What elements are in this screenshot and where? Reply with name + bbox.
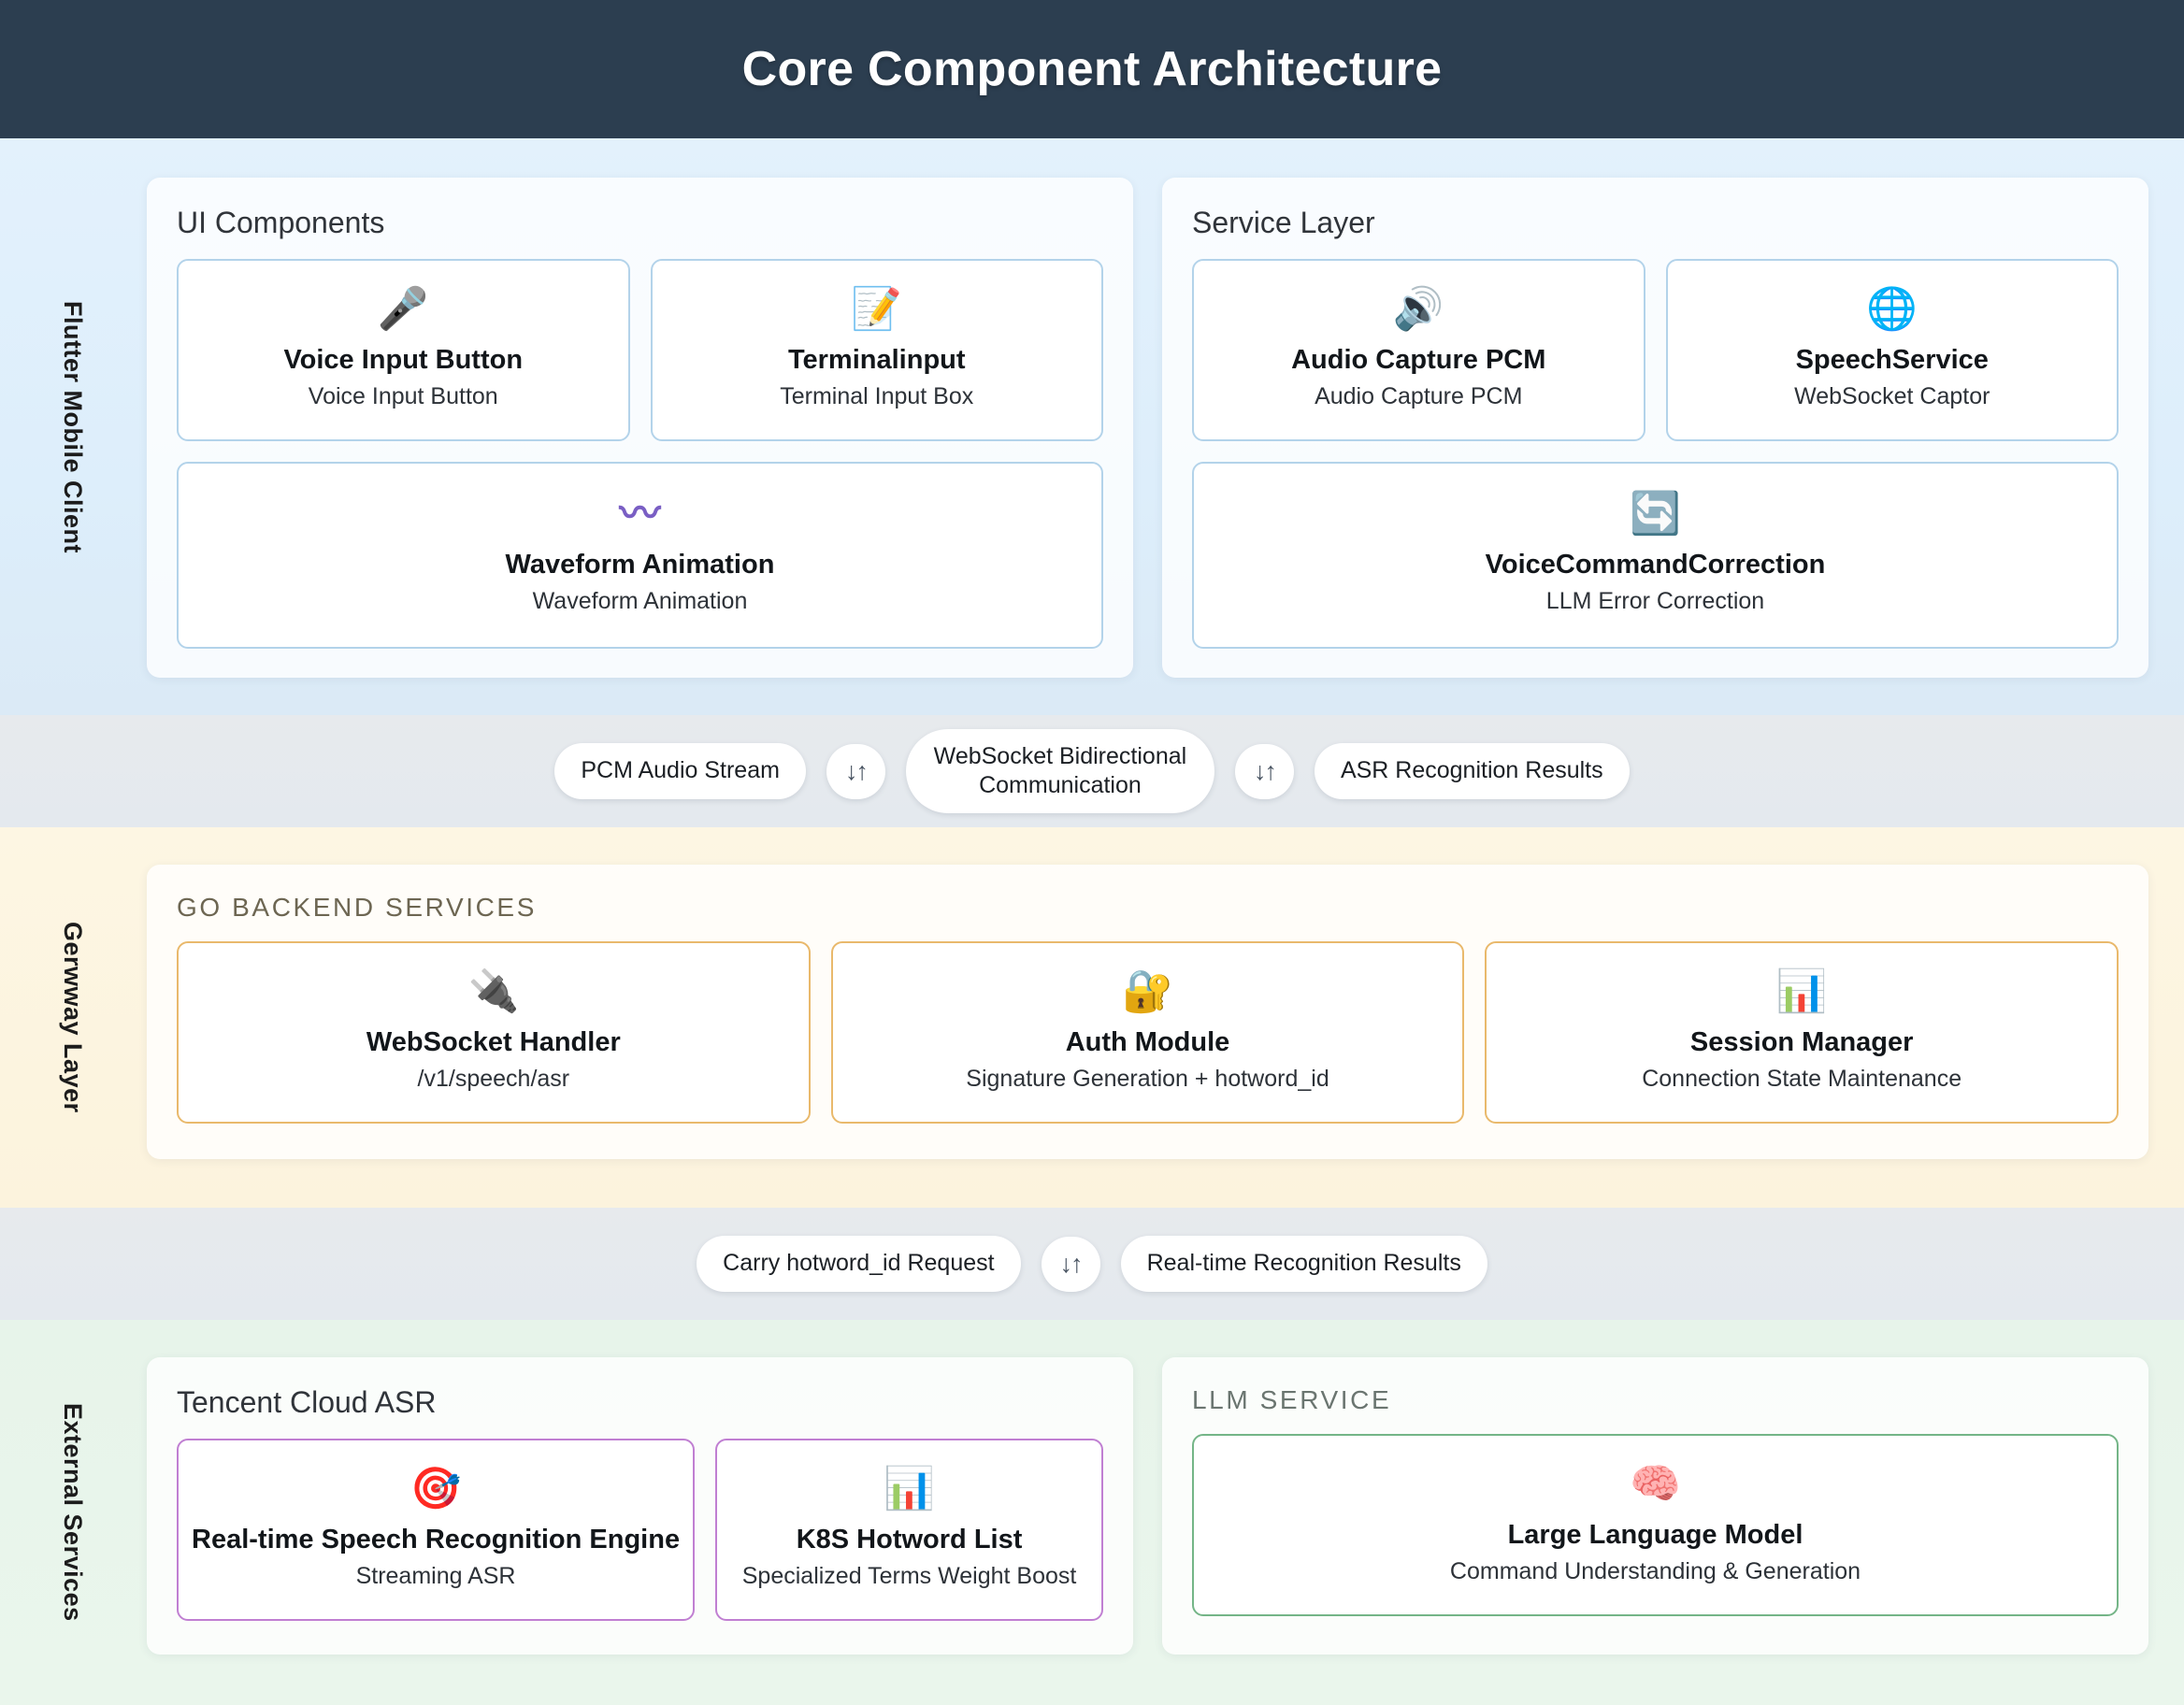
card-title: Voice Input Button bbox=[283, 344, 524, 375]
side-label-external-text: External Services bbox=[59, 1403, 87, 1622]
card-subtitle: Audio Capture PCM bbox=[1315, 382, 1523, 409]
card-websocket-handler[interactable]: 🔌 WebSocket Handler /v1/speech/asr bbox=[177, 941, 811, 1124]
side-label-gateway-text: Gerwway Layer bbox=[59, 922, 87, 1113]
card-title: SpeechService bbox=[1795, 344, 1989, 375]
panel-ui-components-heading: UI Components bbox=[177, 206, 385, 239]
globe-icon: 🌐 bbox=[1866, 285, 1918, 332]
panel-tencent-cloud-asr-heading: Tencent Cloud ASR bbox=[177, 1385, 437, 1419]
connector-row-upper: PCM Audio Stream ↓↑ WebSocket Bidirectio… bbox=[0, 715, 2184, 827]
connector-row-lower: Carry hotword_id Request ↓↑ Real-time Re… bbox=[0, 1208, 2184, 1320]
panel-tencent-cloud-asr: Tencent Cloud ASR 🎯 Real-time Speech Rec… bbox=[147, 1357, 1133, 1655]
bar-chart-icon: 📊 bbox=[1775, 967, 1828, 1014]
card-title: VoiceCommandCorrection bbox=[1485, 550, 1826, 580]
card-audio-capture-pcm[interactable]: 🔊 Audio Capture PCM Audio Capture PCM bbox=[1192, 259, 1645, 441]
card-auth-module[interactable]: 🔐 Auth Module Signature Generation + hot… bbox=[830, 941, 1465, 1124]
card-title: Audio Capture PCM bbox=[1291, 344, 1546, 375]
side-label-client-text: Flutter Mobile Client bbox=[59, 300, 87, 553]
tencent-asr-card-row: 🎯 Real-time Speech Recognition Engine St… bbox=[177, 1439, 1103, 1621]
panel-service-layer: Service Layer 🔊 Audio Capture PCM Audio … bbox=[1162, 178, 2148, 678]
connector-pill-pcm-audio-stream: PCM Audio Stream bbox=[554, 743, 806, 799]
card-subtitle: WebSocket Captor bbox=[1794, 382, 1990, 409]
panel-ui-components: UI Components 🎤 Voice Input Button Voice… bbox=[147, 178, 1133, 678]
card-waveform-animation[interactable]: 〰 Waveform Animation Waveform Animation bbox=[177, 462, 1103, 649]
memo-pencil-icon: 📝 bbox=[851, 285, 903, 332]
card-subtitle: Voice Input Button bbox=[308, 382, 498, 409]
bidirectional-arrow-icon: ↓↑ bbox=[1041, 1236, 1100, 1292]
card-subtitle: Streaming ASR bbox=[355, 1562, 516, 1589]
panel-go-backend-services: GO BACKEND SERVICES 🔌 WebSocket Handler … bbox=[147, 865, 2148, 1159]
card-title: Session Manager bbox=[1689, 1026, 1914, 1057]
side-label-external-services: External Services bbox=[0, 1320, 145, 1705]
card-subtitle: LLM Error Correction bbox=[1545, 588, 1765, 614]
connector-pill-asr-recognition-results: ASR Recognition Results bbox=[1314, 743, 1630, 799]
side-label-flutter-mobile-client: Flutter Mobile Client bbox=[0, 138, 145, 715]
card-k8s-hotword-list[interactable]: 📊 K8S Hotword List Specialized Terms Wei… bbox=[715, 1439, 1103, 1621]
ui-components-card-row-1: 🎤 Voice Input Button Voice Input Button … bbox=[177, 259, 1103, 441]
card-subtitle: Connection State Maintenance bbox=[1642, 1065, 1962, 1092]
card-realtime-speech-recognition-engine[interactable]: 🎯 Real-time Speech Recognition Engine St… bbox=[177, 1439, 696, 1621]
card-title: K8S Hotword List bbox=[796, 1524, 1023, 1555]
connector-pill-carry-hotword-id-request: Carry hotword_id Request bbox=[697, 1236, 1021, 1292]
side-label-gateway-layer: Gerwway Layer bbox=[0, 827, 145, 1208]
bidirectional-arrow-icon: ↓↑ bbox=[1234, 743, 1294, 799]
card-title: Real-time Speech Recognition Engine bbox=[192, 1524, 681, 1555]
bidirectional-arrow-icon: ↓↑ bbox=[826, 743, 885, 799]
speaker-sound-icon: 🔊 bbox=[1392, 285, 1444, 332]
electric-plug-icon: 🔌 bbox=[467, 967, 520, 1014]
card-title: WebSocket Handler bbox=[366, 1026, 621, 1057]
llm-service-card-row: 🧠 Large Language Model Command Understan… bbox=[1192, 1434, 2119, 1616]
go-backend-card-row: 🔌 WebSocket Handler /v1/speech/asr 🔐 Aut… bbox=[177, 941, 2119, 1124]
page-title-bar: Core Component Architecture bbox=[0, 0, 2184, 138]
brain-icon: 🧠 bbox=[1630, 1460, 1681, 1507]
refresh-sync-icon: 🔄 bbox=[1630, 491, 1681, 537]
card-subtitle: Specialized Terms Weight Boost bbox=[741, 1562, 1077, 1589]
ui-components-card-row-2: 〰 Waveform Animation Waveform Animation bbox=[177, 462, 1103, 649]
card-subtitle: /v1/speech/asr bbox=[417, 1065, 570, 1092]
card-large-language-model[interactable]: 🧠 Large Language Model Command Understan… bbox=[1192, 1434, 2119, 1616]
service-layer-card-row-1: 🔊 Audio Capture PCM Audio Capture PCM 🌐 … bbox=[1192, 259, 2119, 441]
card-subtitle: Signature Generation + hotword_id bbox=[966, 1065, 1329, 1092]
lock-icon: 🔐 bbox=[1122, 967, 1173, 1014]
waveform-icon: 〰 bbox=[619, 491, 661, 537]
bar-chart-icon: 📊 bbox=[884, 1465, 935, 1512]
panel-service-layer-heading: Service Layer bbox=[1192, 206, 1375, 239]
card-session-manager[interactable]: 📊 Session Manager Connection State Maint… bbox=[1485, 941, 2119, 1124]
panel-llm-service: LLM SERVICE 🧠 Large Language Model Comma… bbox=[1162, 1357, 2148, 1655]
microphone-icon: 🎤 bbox=[377, 285, 429, 332]
panel-llm-service-heading: LLM SERVICE bbox=[1192, 1385, 1392, 1414]
card-subtitle: Waveform Animation bbox=[532, 588, 748, 614]
dart-target-icon: 🎯 bbox=[410, 1465, 462, 1512]
card-voice-command-correction[interactable]: 🔄 VoiceCommandCorrection LLM Error Corre… bbox=[1192, 462, 2119, 649]
card-speech-service[interactable]: 🌐 SpeechService WebSocket Captor bbox=[1665, 259, 2119, 441]
card-title: Large Language Model bbox=[1507, 1519, 1803, 1550]
card-subtitle: Command Understanding & Generation bbox=[1449, 1557, 1861, 1584]
card-title: Waveform Animation bbox=[505, 550, 775, 580]
panel-go-backend-heading: GO BACKEND SERVICES bbox=[177, 893, 537, 922]
page-title: Core Component Architecture bbox=[741, 42, 1443, 96]
card-title: Auth Module bbox=[1065, 1026, 1230, 1057]
card-title: Terminalinput bbox=[787, 344, 966, 375]
connector-pill-websocket-bidirectional: WebSocket Bidirectional Communication bbox=[905, 728, 1214, 814]
connector-pill-realtime-recognition-results: Real-time Recognition Results bbox=[1120, 1236, 1487, 1292]
service-layer-card-row-2: 🔄 VoiceCommandCorrection LLM Error Corre… bbox=[1192, 462, 2119, 649]
card-subtitle: Terminal Input Box bbox=[780, 382, 974, 409]
card-terminal-input[interactable]: 📝 Terminalinput Terminal Input Box bbox=[650, 259, 1103, 441]
card-voice-input-button[interactable]: 🎤 Voice Input Button Voice Input Button bbox=[177, 259, 630, 441]
